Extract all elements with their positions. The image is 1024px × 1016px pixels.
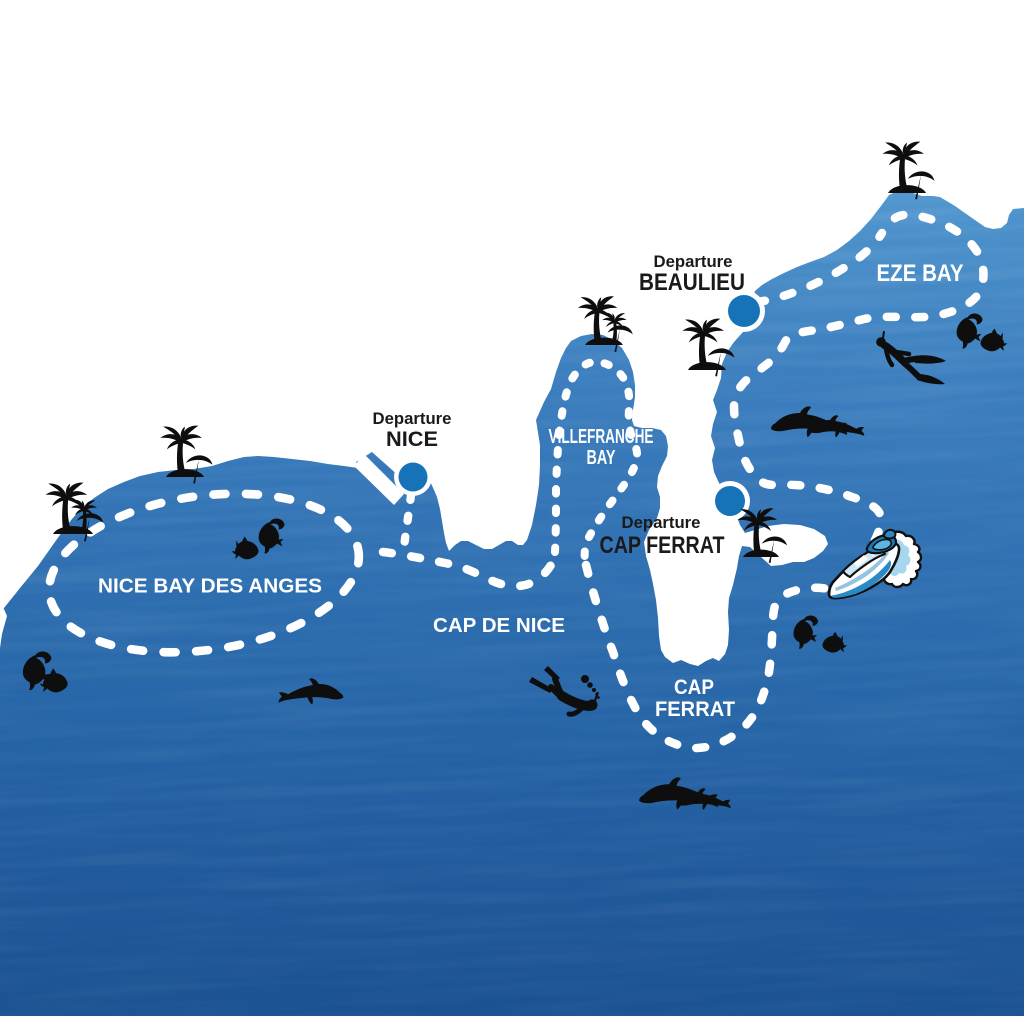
svg-text:NICE: NICE — [386, 427, 438, 451]
svg-text:CAP DE NICE: CAP DE NICE — [433, 615, 565, 637]
svg-text:CAP: CAP — [674, 675, 714, 699]
svg-text:EZE BAY: EZE BAY — [877, 260, 964, 287]
svg-text:CAP FERRAT: CAP FERRAT — [600, 532, 725, 559]
svg-text:NICE BAY DES ANGES: NICE BAY DES ANGES — [98, 575, 322, 598]
svg-text:BEAULIEU: BEAULIEU — [639, 269, 745, 296]
svg-text:VILLEFRANCHE: VILLEFRANCHE — [549, 425, 654, 448]
svg-text:BAY: BAY — [587, 446, 616, 469]
svg-text:Departure: Departure — [654, 253, 733, 271]
svg-text:Departure: Departure — [622, 514, 701, 532]
svg-text:Departure: Departure — [373, 410, 452, 428]
svg-text:FERRAT: FERRAT — [655, 697, 735, 721]
